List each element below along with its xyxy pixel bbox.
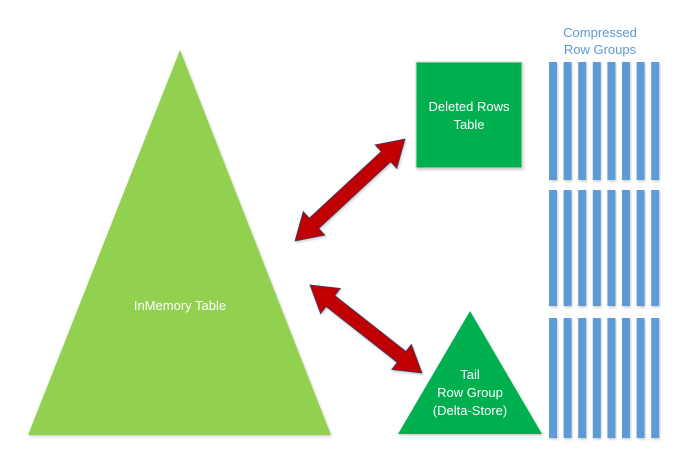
double-arrow-icon [309, 284, 423, 374]
column-segment [607, 190, 616, 306]
column-segment [563, 318, 572, 438]
column-segment [592, 62, 601, 180]
column-segment [563, 190, 572, 306]
compressed-label-line1: Compressed [563, 25, 637, 40]
double-arrow-icon [294, 138, 406, 242]
column-segment [549, 62, 557, 180]
row-group [549, 190, 660, 306]
compressed-label-line2: Row Groups [564, 42, 637, 57]
tail-label-line1: Tail [460, 367, 480, 382]
column-segment [622, 318, 630, 438]
column-segment [622, 62, 630, 180]
tail-label-line3: (Delta-Store) [433, 403, 507, 418]
deleted-rows-label-line1: Deleted Rows [429, 99, 510, 114]
column-segment [563, 62, 572, 180]
column-segment [592, 190, 601, 306]
column-segment [592, 318, 601, 438]
inmemory-table: InMemory Table [28, 50, 331, 435]
deleted-rows-table: Deleted Rows Table [415, 61, 523, 169]
column-segment [651, 62, 660, 180]
column-segment [578, 62, 587, 180]
column-segment [636, 62, 645, 180]
arrow-tail-row-group [309, 284, 423, 374]
compressed-row-groups: Compressed Row Groups [549, 25, 660, 438]
tail-row-group: Tail Row Group (Delta-Store) [398, 311, 542, 434]
column-segment [636, 318, 645, 438]
column-segment [622, 190, 630, 306]
column-segment [607, 62, 616, 180]
column-segment [651, 190, 660, 306]
column-segment [578, 318, 587, 438]
deleted-rows-box [415, 61, 523, 169]
column-segment [607, 318, 616, 438]
inmemory-table-triangle [28, 50, 331, 435]
column-segment [549, 318, 557, 438]
row-group [549, 62, 660, 180]
column-segment [549, 190, 557, 306]
row-group [549, 318, 660, 438]
tail-row-group-triangle [398, 311, 542, 434]
arrow-deleted-rows [294, 138, 406, 242]
deleted-rows-label-line2: Table [453, 117, 484, 132]
inmemory-table-label: InMemory Table [134, 298, 226, 313]
column-segment [651, 318, 660, 438]
column-segment [578, 190, 587, 306]
tail-label-line2: Row Group [437, 385, 503, 400]
column-segment [636, 190, 645, 306]
